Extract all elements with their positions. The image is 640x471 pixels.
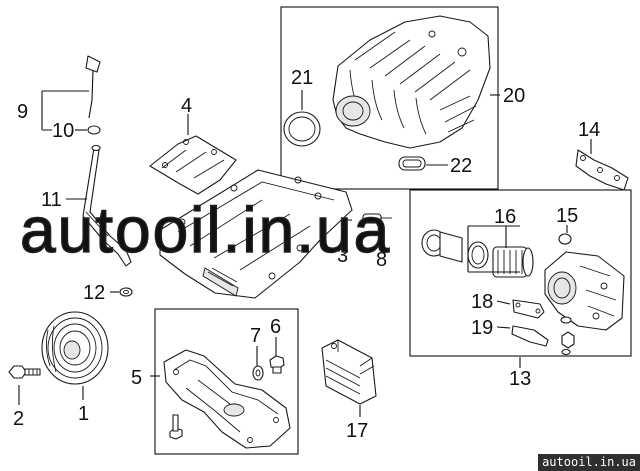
callout-5: 5	[131, 367, 142, 389]
gasket-14	[575, 149, 629, 191]
gasket-18	[512, 299, 545, 319]
oil-cooler	[321, 339, 377, 405]
drain-plug	[269, 355, 285, 374]
callout-10: 10	[52, 120, 74, 142]
washer-12	[119, 287, 133, 297]
lower-oil-pan-frame	[154, 308, 299, 455]
callout-21: 21	[291, 67, 313, 89]
callout-8: 8	[376, 249, 387, 271]
gasket-19	[511, 325, 549, 347]
sensor-8	[362, 213, 392, 224]
callout-4: 4	[181, 95, 192, 117]
callout-11: 11	[41, 189, 62, 211]
leader-lines	[18, 90, 592, 417]
callout-13: 13	[509, 368, 531, 390]
callout-14: 14	[578, 119, 600, 141]
intake-manifold	[332, 15, 491, 149]
callout-18: 18	[471, 291, 493, 313]
pulley-bolt	[8, 365, 41, 379]
callout-3: 3	[337, 245, 348, 267]
dipstick	[85, 55, 101, 135]
drain-washer	[252, 365, 264, 381]
filter-seal	[467, 241, 489, 269]
source-tag: autooil.in.ua	[538, 454, 640, 471]
callout-1: 1	[78, 403, 89, 425]
callout-2: 2	[13, 408, 24, 430]
filter-cap	[421, 229, 463, 263]
upper-oil-pan	[159, 169, 353, 299]
oil-filter-housing	[544, 251, 625, 331]
callout-6: 6	[270, 316, 281, 338]
oil-baffle	[149, 135, 237, 195]
intake-manifold-frame	[280, 6, 499, 190]
oil-filter-element	[492, 246, 534, 278]
callout-9: 9	[17, 101, 28, 123]
lower-oil-pan	[163, 349, 291, 449]
callout-12: 12	[83, 282, 105, 304]
callout-16: 16	[494, 206, 516, 228]
callout-15: 15	[556, 205, 578, 227]
oil-filter-housing-frame	[409, 189, 632, 357]
callout-22: 22	[450, 155, 472, 177]
lower-pan-bolt	[169, 414, 183, 440]
callout-7: 7	[250, 325, 261, 347]
callout-20: 20	[503, 85, 525, 107]
o-ring-15	[558, 233, 572, 245]
housing-fittings	[560, 316, 575, 356]
seal-22	[398, 156, 426, 171]
watermark-text: autooil.in.ua	[20, 194, 391, 266]
crankshaft-pulley	[41, 311, 109, 385]
callout-17: 17	[346, 420, 368, 442]
callout-19: 19	[471, 317, 493, 339]
callout-labels: 1 2 3 4 5 6 7 8 9 10 11 12 13 14 15 16 1…	[13, 67, 600, 442]
intake-gasket-21	[283, 111, 321, 147]
